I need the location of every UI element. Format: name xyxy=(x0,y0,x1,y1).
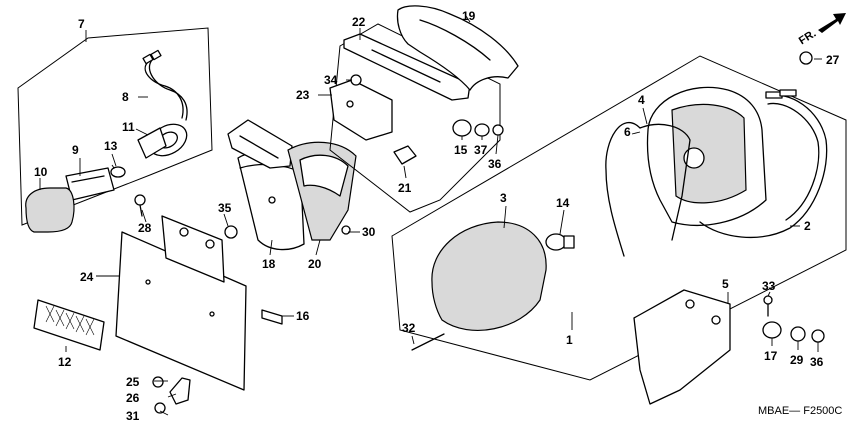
leader-lines xyxy=(39,15,822,416)
callout-8: 8 xyxy=(122,90,129,104)
socket xyxy=(137,123,188,159)
callout-11: 11 xyxy=(122,120,135,134)
callout-22: 22 xyxy=(352,15,366,29)
nut-27 xyxy=(799,51,813,65)
screw-32 xyxy=(411,333,445,351)
nut-35 xyxy=(224,225,238,239)
taillight-lens xyxy=(431,221,547,331)
callout-6: 6 xyxy=(624,125,631,139)
taillight-bulb xyxy=(545,233,575,251)
callout-12: 12 xyxy=(58,355,72,369)
inner-fender xyxy=(287,141,357,241)
wire-loop-6 xyxy=(605,121,691,257)
grommet-21 xyxy=(393,145,417,165)
stay-26 xyxy=(169,377,191,405)
callout-35: 35 xyxy=(218,201,232,215)
callout-33: 33 xyxy=(762,279,776,293)
rear-reflector xyxy=(33,299,105,351)
fender-bracket xyxy=(227,119,293,169)
callout-1: 1 xyxy=(566,333,573,347)
screw-28 xyxy=(134,194,146,217)
callout-30: 30 xyxy=(362,225,376,239)
arrow-icon xyxy=(818,13,846,33)
license-light-lens xyxy=(25,187,75,233)
group-frame-right xyxy=(391,55,847,381)
callout-27: 27 xyxy=(826,53,840,67)
callout-31: 31 xyxy=(126,409,140,423)
group-frame-left xyxy=(17,27,213,226)
bulb-small xyxy=(110,164,126,178)
callout-25: 25 xyxy=(126,375,140,389)
screw-30 xyxy=(341,225,351,235)
mount-bracket-23 xyxy=(329,79,393,141)
callout-3: 3 xyxy=(500,191,507,205)
bolt-25 xyxy=(152,376,164,388)
lens-holder xyxy=(65,167,115,201)
callout-4: 4 xyxy=(638,93,645,107)
wire-harness xyxy=(142,49,188,121)
direction-label: FR. xyxy=(797,28,818,48)
callout-37: 37 xyxy=(474,143,488,157)
bushing-stack-15-37-36 xyxy=(452,119,504,137)
callout-23: 23 xyxy=(296,88,310,102)
callout-9: 9 xyxy=(72,143,79,157)
callout-26: 26 xyxy=(126,391,140,405)
callout-17: 17 xyxy=(764,349,778,363)
callout-34: 34 xyxy=(324,73,338,87)
callout-32: 32 xyxy=(402,321,416,335)
callout-7: 7 xyxy=(78,17,85,31)
callout-5: 5 xyxy=(722,277,729,291)
hardware-17-29-33-36 xyxy=(762,295,825,343)
drawing-code: MBAE— F2500C xyxy=(758,405,842,417)
callout-15: 15 xyxy=(454,143,468,157)
callout-14: 14 xyxy=(556,196,570,210)
callout-18: 18 xyxy=(262,257,276,271)
callout-28: 28 xyxy=(138,221,152,235)
callout-21: 21 xyxy=(398,181,412,195)
callout-20: 20 xyxy=(308,257,322,271)
plate-bracket xyxy=(161,215,225,283)
nut-34 xyxy=(350,74,362,86)
callout-13: 13 xyxy=(104,139,118,153)
callout-numbers: 7 8 11 9 13 10 28 24 12 35 18 20 16 25 2… xyxy=(34,9,840,423)
wire-harness-2 xyxy=(699,94,828,238)
taillight-bracket xyxy=(633,289,731,405)
callout-29: 29 xyxy=(790,353,804,367)
callout-19: 19 xyxy=(462,9,476,23)
screw-31 xyxy=(154,402,166,414)
callout-10: 10 xyxy=(34,165,48,179)
seat-cowl-cover xyxy=(396,5,519,91)
bracket-16 xyxy=(261,309,283,325)
callout-2: 2 xyxy=(804,219,811,233)
group-frame-center xyxy=(329,23,501,213)
taillight-housing xyxy=(646,86,767,226)
callout-36-bottom: 36 xyxy=(810,355,824,369)
callout-24: 24 xyxy=(80,270,94,284)
front-direction-indicator: FR. xyxy=(797,13,846,47)
callout-16: 16 xyxy=(296,309,310,323)
callout-36-top: 36 xyxy=(488,157,502,171)
